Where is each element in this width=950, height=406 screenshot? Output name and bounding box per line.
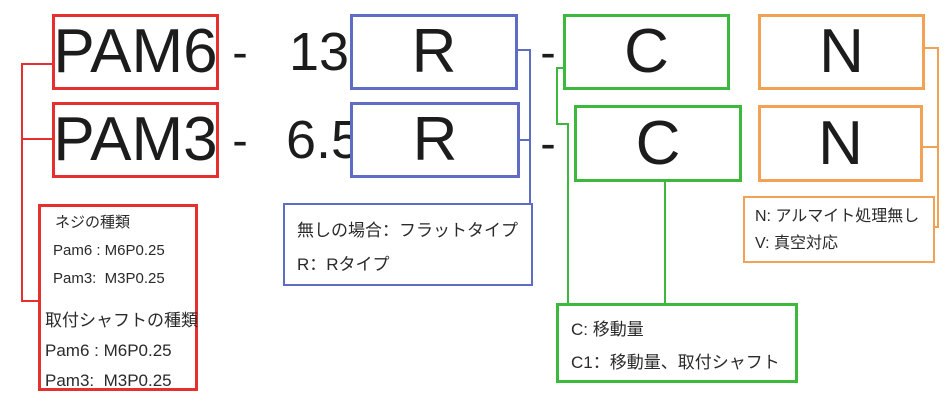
- connector-line-green: [567, 123, 569, 305]
- connector-line-red: [21, 300, 38, 302]
- connector-line-orange: [937, 47, 939, 228]
- connector-line-blue: [518, 49, 531, 51]
- connector-line-orange: [923, 146, 937, 148]
- note-line: N: アルマイト処理無し: [755, 208, 920, 225]
- travel-label: C: [635, 108, 681, 178]
- model-label: PAM3: [53, 105, 218, 174]
- surface-treatment-note: N: アルマイト処理無し V: 真空対応: [743, 196, 935, 263]
- connector-line-red: [21, 138, 52, 140]
- model-box-pam6: PAM6: [52, 14, 219, 90]
- note-line: R：Rタイプ: [297, 255, 390, 274]
- separator-dash: -: [232, 26, 248, 78]
- type-box-r: R: [350, 14, 518, 90]
- note-line: ネジの種類: [55, 214, 131, 231]
- size-value: 6.5: [286, 110, 362, 170]
- connector-line-blue: [520, 139, 529, 141]
- note-line: Pam3: M3P0.25: [53, 270, 165, 287]
- note-line: Pam6 : M6P0.25: [53, 242, 165, 259]
- travel-box-c: C: [563, 14, 730, 90]
- type-label: R: [412, 105, 458, 174]
- connector-line-orange: [925, 47, 939, 49]
- finish-label: N: [819, 17, 864, 86]
- note-line: Pam3: M3P0.25: [45, 371, 172, 390]
- size-value: 13: [289, 22, 350, 82]
- travel-note: C: 移動量 C1：移動量、取付シャフト: [556, 303, 798, 383]
- screw-type-note: ネジの種類 Pam6 : M6P0.25 Pam3: M3P0.25 取付シャフ…: [38, 204, 198, 391]
- connector-line-green: [556, 67, 564, 69]
- connector-line-orange: [935, 226, 939, 228]
- connector-line-green: [664, 182, 666, 305]
- note-line: 無しの場合：フラットタイプ: [297, 221, 518, 240]
- note-line: 取付シャフトの種類: [45, 311, 198, 330]
- finish-box-n: N: [758, 105, 923, 182]
- connector-line-red: [21, 63, 23, 302]
- connector-line-green: [556, 123, 569, 125]
- travel-box-c: C: [574, 105, 742, 182]
- note-line: C: 移動量: [571, 320, 644, 339]
- connector-line-red: [21, 63, 52, 65]
- connector-line-blue: [529, 49, 531, 205]
- note-line: V: 真空対応: [755, 235, 838, 252]
- finish-box-n: N: [758, 14, 925, 90]
- tip-shape-note: 無しの場合：フラットタイプ R：Rタイプ: [283, 203, 533, 286]
- travel-label: C: [624, 17, 669, 86]
- model-label: PAM6: [53, 17, 218, 86]
- type-box-r: R: [350, 102, 520, 178]
- model-box-pam3: PAM3: [52, 102, 219, 178]
- type-label: R: [411, 17, 457, 86]
- separator-dash: -: [540, 117, 556, 169]
- connector-line-green: [556, 67, 558, 125]
- note-line: C1：移動量、取付シャフト: [571, 353, 780, 372]
- separator-dash: -: [232, 114, 248, 166]
- finish-label: N: [818, 108, 863, 178]
- note-line: Pam6 : M6P0.25: [45, 341, 172, 360]
- separator-dash: -: [540, 26, 556, 78]
